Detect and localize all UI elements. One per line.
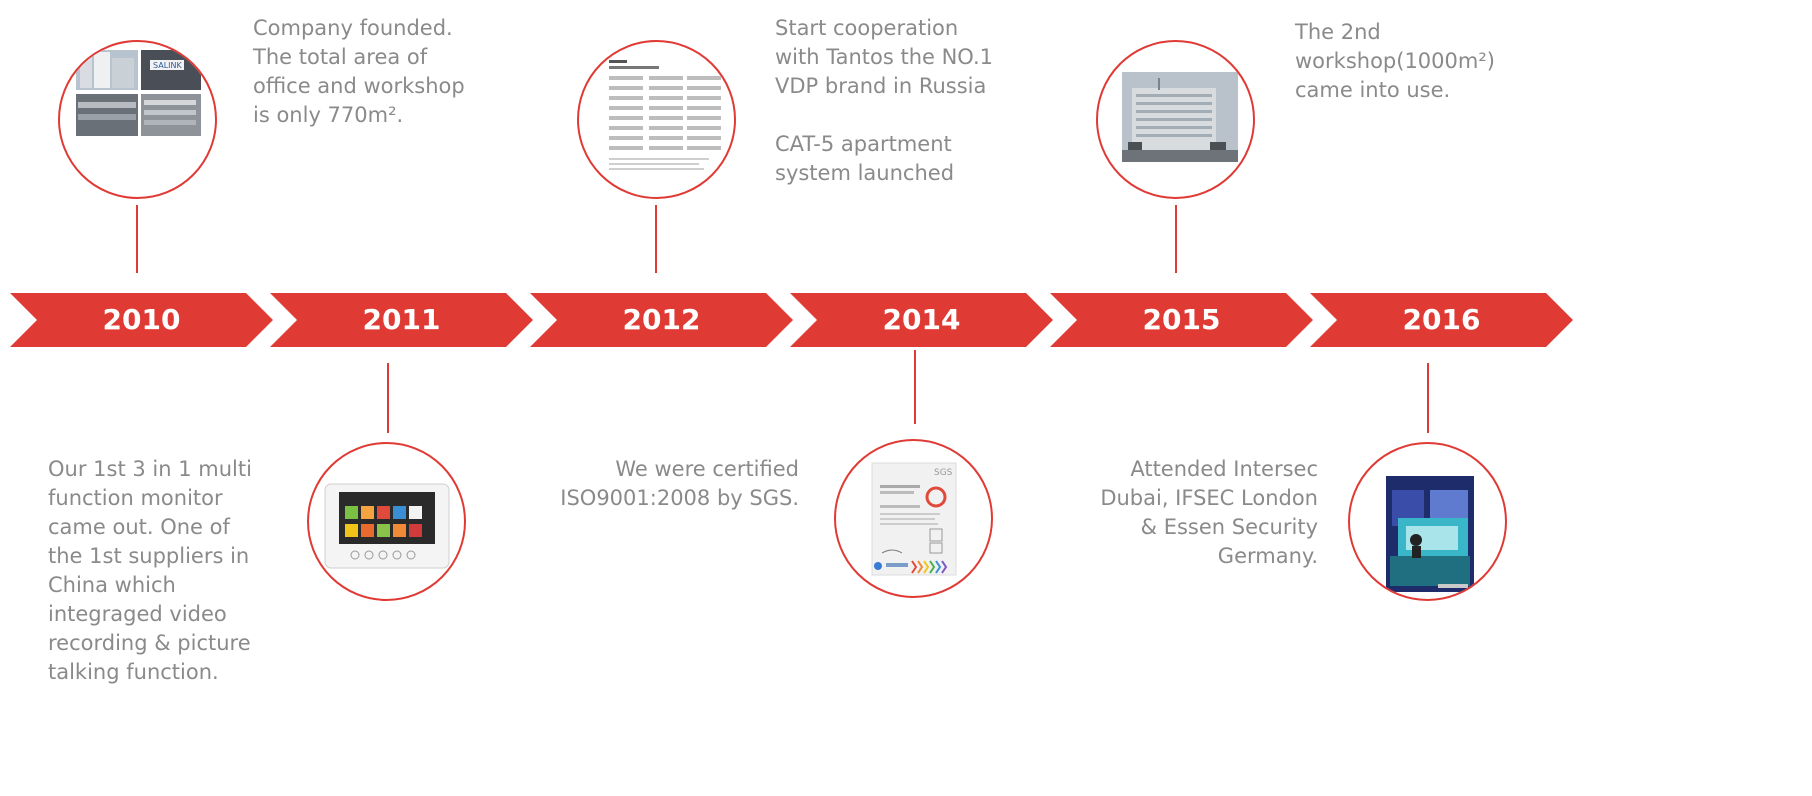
description-2016: Attended Intersec Dubai, IFSEC London & … (1100, 457, 1318, 568)
connector-2014 (914, 350, 916, 424)
image-touch-monitor (307, 442, 466, 601)
arrow-shape (1310, 293, 1573, 347)
year-label-2011: 2011 (362, 303, 441, 336)
svg-text:SALINK: SALINK (153, 61, 183, 70)
arrow-shape (790, 293, 1053, 347)
connector-2015 (1175, 205, 1177, 273)
year-label-2015: 2015 (1142, 303, 1221, 336)
timeline-arrow-2016: 2016 (1310, 293, 1573, 347)
timeline-arrow-2015: 2015 (1050, 293, 1313, 347)
timeline-arrow-2010: 2010 (10, 293, 273, 347)
description-2015: The 2nd workshop(1000m²) came into use. (1295, 20, 1495, 102)
description-2014: We were certified ISO9001:2008 by SGS. (560, 457, 799, 510)
timeline-arrow-2011: 2011 (270, 293, 533, 347)
year-label-2010: 2010 (102, 303, 181, 336)
image-workshop-building (1096, 40, 1255, 199)
description-2011: Our 1st 3 in 1 multi function monitor ca… (48, 457, 252, 684)
timeline-arrow-2012: 2012 (530, 293, 793, 347)
connector-2012 (655, 205, 657, 273)
year-label-2014: 2014 (882, 303, 961, 336)
description-2010: Company founded. The total area of offic… (253, 16, 465, 127)
connector-2016 (1427, 363, 1429, 433)
arrow-shape (10, 293, 273, 347)
timeline-arrow-2014: 2014 (790, 293, 1053, 347)
arrow-shape (270, 293, 533, 347)
year-label-2012: 2012 (622, 303, 701, 336)
image-apartment-layout (577, 40, 736, 199)
image-office-photos: SALINK (58, 40, 217, 199)
connector-2011 (387, 363, 389, 433)
connector-2010 (136, 205, 138, 273)
image-exhibition-booth (1348, 442, 1507, 601)
arrow-shape (530, 293, 793, 347)
year-label-2016: 2016 (1402, 303, 1481, 336)
arrow-shape (1050, 293, 1313, 347)
svg-text:SGS: SGS (934, 468, 953, 478)
image-sgs-certificate: SGS (834, 439, 993, 598)
description-2012: Start cooperation with Tantos the NO.1 V… (775, 16, 994, 185)
